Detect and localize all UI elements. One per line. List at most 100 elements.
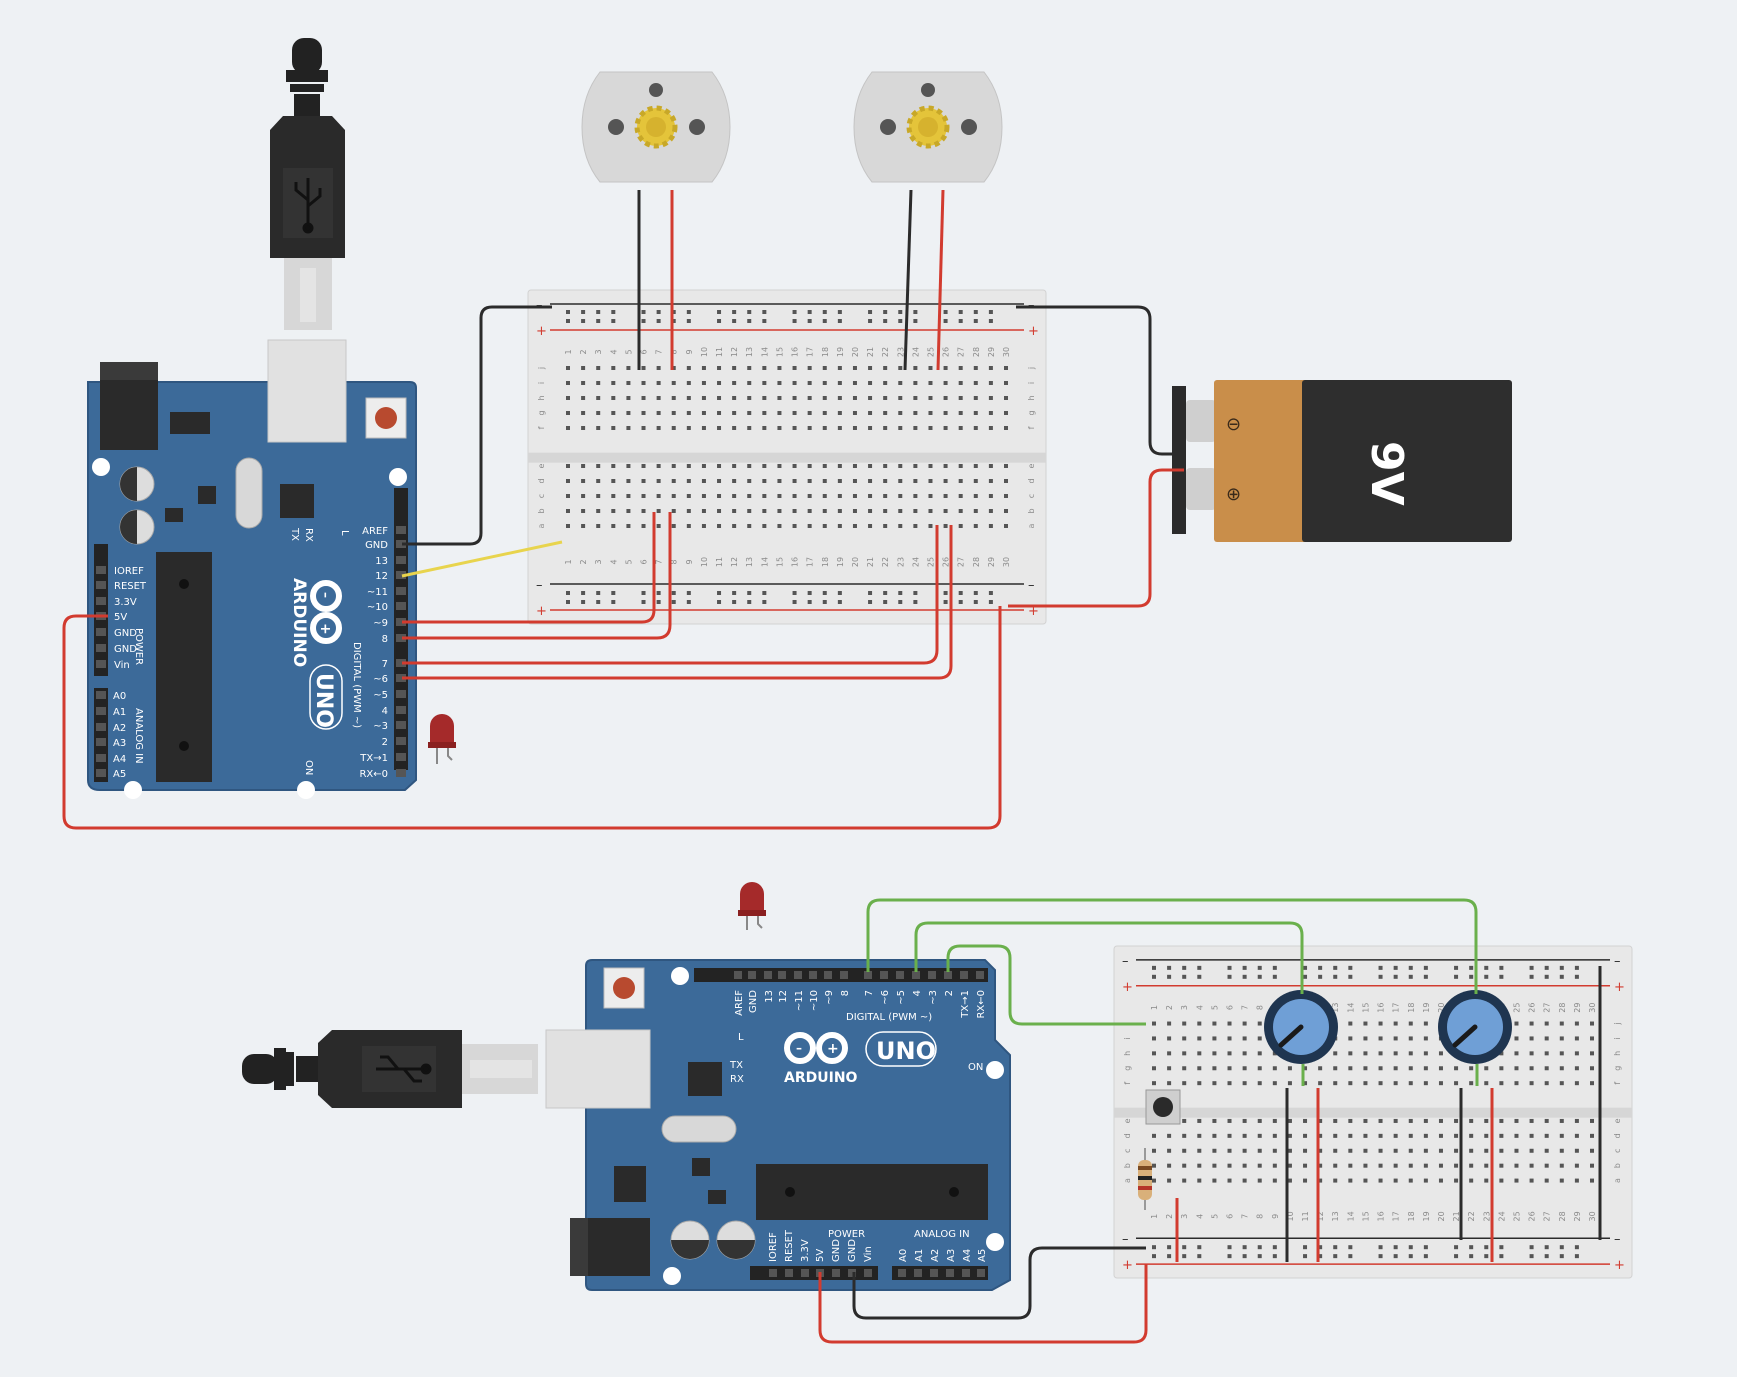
breadboard-hole[interactable] [988, 310, 993, 314]
breadboard-hole[interactable] [1242, 1148, 1247, 1153]
breadboard-hole[interactable] [943, 366, 948, 370]
header-pin[interactable] [962, 1269, 970, 1277]
breadboard-hole[interactable] [747, 600, 752, 604]
arduino-uno-top[interactable]: ARDUINO – + UNO DIGITAL (PWM ~) POWER AN… [87, 339, 417, 799]
wire-battery-minus[interactable] [1016, 305, 1184, 456]
breadboard-hole[interactable] [1393, 1081, 1398, 1086]
breadboard-hole[interactable] [656, 426, 661, 430]
breadboard-hole[interactable] [1393, 1021, 1398, 1026]
breadboard-hole[interactable] [883, 366, 888, 370]
breadboard-hole[interactable] [1152, 1254, 1156, 1259]
breadboard-hole[interactable] [566, 411, 570, 415]
breadboard-hole[interactable] [1574, 1021, 1579, 1026]
breadboard-hole[interactable] [1287, 1178, 1292, 1183]
breadboard-hole[interactable] [641, 411, 646, 415]
header-pin[interactable] [928, 971, 936, 979]
breadboard-hole[interactable] [1287, 1163, 1292, 1168]
breadboard-hole[interactable] [1363, 1163, 1368, 1168]
header-pin[interactable] [396, 753, 406, 761]
breadboard-hole[interactable] [973, 600, 978, 604]
breadboard-hole[interactable] [807, 464, 812, 468]
breadboard-hole[interactable] [1333, 1118, 1338, 1123]
breadboard-hole[interactable] [792, 310, 797, 314]
breadboard-hole[interactable] [1152, 1133, 1156, 1138]
breadboard-hole[interactable] [762, 524, 767, 528]
breadboard-hole[interactable] [777, 494, 782, 498]
breadboard-hole[interactable] [671, 381, 676, 385]
breadboard-hole[interactable] [1438, 1081, 1443, 1086]
breadboard-hole[interactable] [1408, 1051, 1413, 1056]
breadboard-hole[interactable] [671, 591, 676, 595]
breadboard-hole[interactable] [1242, 1118, 1247, 1123]
breadboard-hole[interactable] [1544, 1021, 1549, 1026]
breadboard-hole[interactable] [1590, 1066, 1594, 1071]
breadboard-hole[interactable] [732, 494, 737, 498]
wires-bottom[interactable] [818, 898, 1602, 1344]
header-pin[interactable] [96, 581, 106, 589]
breadboard-hole[interactable] [1197, 1254, 1202, 1259]
breadboard-hole[interactable] [1182, 1021, 1187, 1026]
breadboard-hole[interactable] [686, 366, 691, 370]
breadboard-hole[interactable] [1423, 1133, 1428, 1138]
breadboard-hole[interactable] [1454, 1081, 1459, 1086]
breadboard-hole[interactable] [868, 479, 873, 483]
led-red-bottom[interactable] [738, 882, 766, 930]
breadboard-hole[interactable] [1197, 1051, 1202, 1056]
breadboard-hole[interactable] [671, 524, 676, 528]
breadboard-hole[interactable] [581, 524, 586, 528]
breadboard-hole[interactable] [1167, 1021, 1172, 1026]
breadboard-hole[interactable] [686, 310, 691, 314]
breadboard-hole[interactable] [1167, 965, 1172, 970]
breadboard-hole[interactable] [611, 396, 616, 400]
breadboard-hole[interactable] [868, 464, 873, 468]
breadboard-hole[interactable] [958, 509, 963, 513]
breadboard-hole[interactable] [581, 509, 586, 513]
breadboard-hole[interactable] [1257, 1036, 1262, 1041]
breadboard-hole[interactable] [1574, 1178, 1579, 1183]
breadboard-hole[interactable] [1348, 965, 1353, 970]
breadboard-hole[interactable] [973, 396, 978, 400]
breadboard-hole[interactable] [717, 494, 722, 498]
breadboard-hole[interactable] [1212, 1163, 1217, 1168]
breadboard-hole[interactable] [988, 600, 993, 604]
breadboard-hole[interactable] [581, 600, 586, 604]
breadboard-hole[interactable] [566, 319, 570, 323]
breadboard-hole[interactable] [988, 381, 993, 385]
breadboard-hole[interactable] [1004, 426, 1008, 430]
header-pin[interactable] [880, 971, 888, 979]
breadboard-hole[interactable] [1272, 1148, 1277, 1153]
breadboard-hole[interactable] [1004, 479, 1008, 483]
breadboard-hole[interactable] [1544, 1081, 1549, 1086]
breadboard-hole[interactable] [1004, 509, 1008, 513]
breadboard-hole[interactable] [868, 524, 873, 528]
breadboard-hole[interactable] [1303, 1254, 1308, 1259]
breadboard-hole[interactable] [1393, 1133, 1398, 1138]
breadboard-hole[interactable] [581, 411, 586, 415]
breadboard-hole[interactable] [1469, 1148, 1474, 1153]
breadboard-hole[interactable] [1544, 1163, 1549, 1168]
breadboard-hole[interactable] [913, 411, 918, 415]
breadboard-hole[interactable] [1152, 1081, 1156, 1086]
breadboard-hole[interactable] [686, 411, 691, 415]
breadboard-hole[interactable] [1363, 1178, 1368, 1183]
breadboard-hole[interactable] [1408, 1148, 1413, 1153]
breadboard-hole[interactable] [1212, 1036, 1217, 1041]
breadboard-hole[interactable] [1408, 974, 1413, 979]
breadboard-hole[interactable] [1393, 1066, 1398, 1071]
breadboard-hole[interactable] [1197, 1066, 1202, 1071]
breadboard-hole[interactable] [641, 366, 646, 370]
header-pin[interactable] [778, 971, 786, 979]
breadboard-hole[interactable] [747, 366, 752, 370]
breadboard-hole[interactable] [1257, 1066, 1262, 1071]
breadboard-hole[interactable] [837, 479, 842, 483]
breadboard-hole[interactable] [1590, 1021, 1594, 1026]
breadboard-hole[interactable] [1454, 974, 1459, 979]
breadboard-hole[interactable] [1182, 1245, 1187, 1250]
breadboard-hole[interactable] [1484, 1118, 1489, 1123]
breadboard-hole[interactable] [1423, 1118, 1428, 1123]
breadboard-hole[interactable] [1167, 1133, 1172, 1138]
wire-motor2-black[interactable] [903, 189, 913, 371]
breadboard-hole[interactable] [1333, 974, 1338, 979]
breadboard-hole[interactable] [566, 366, 570, 370]
breadboard-hole[interactable] [1423, 1051, 1428, 1056]
